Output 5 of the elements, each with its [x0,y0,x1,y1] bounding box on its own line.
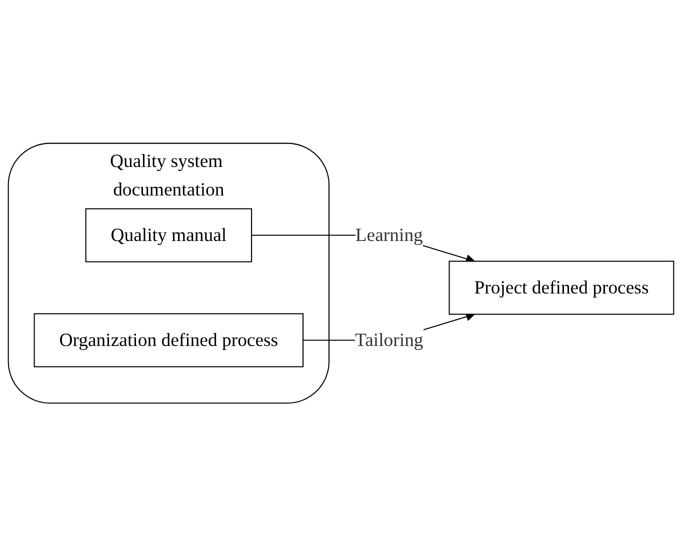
node-box: Project defined process [448,260,674,315]
edge-label: Learning [355,224,423,245]
node-box: Organization defined process [34,313,304,368]
node-box: Quality manual [85,208,252,262]
edge-label: Tailoring [354,329,424,350]
